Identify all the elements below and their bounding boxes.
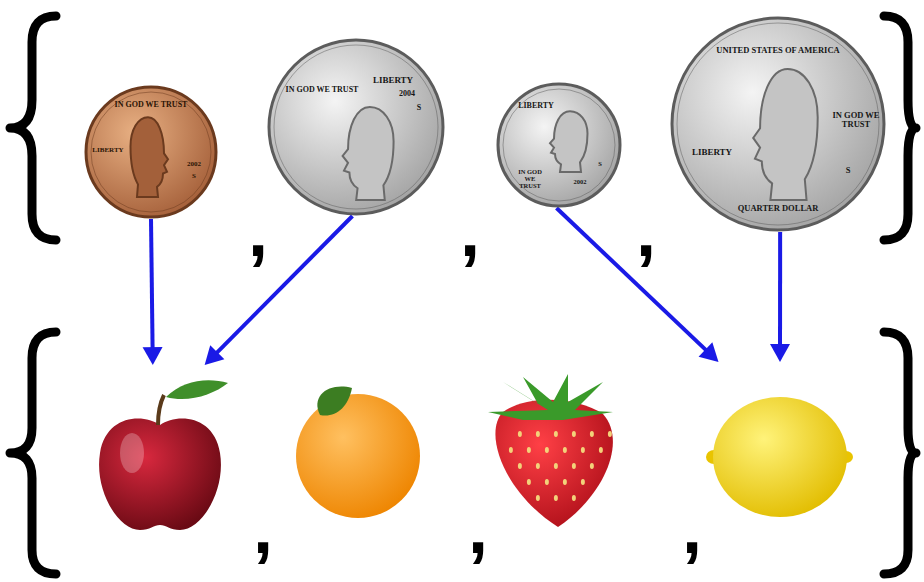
seed xyxy=(599,447,603,453)
arrow-line xyxy=(778,232,782,347)
seed xyxy=(572,431,576,437)
fruit-picture xyxy=(705,362,855,525)
right-brace xyxy=(884,16,916,240)
apple-stem xyxy=(158,395,164,425)
coin-inscription: LIBERTY xyxy=(92,147,123,155)
seed xyxy=(518,463,522,469)
portrait-relief xyxy=(131,117,169,197)
seed xyxy=(527,479,531,485)
fruit-picture xyxy=(463,372,633,532)
seed xyxy=(554,431,558,437)
mapping-arrow xyxy=(205,216,353,365)
coin-inscription: S xyxy=(846,166,851,175)
apple-shine xyxy=(120,433,144,473)
fruit-picture xyxy=(290,380,425,520)
nickel-coin: IN GOD WE TRUST LIBERTY 2004S xyxy=(267,38,445,216)
set-comma: , xyxy=(468,492,488,564)
coin-inscription: 2002 xyxy=(574,178,587,185)
seed xyxy=(572,463,576,469)
coin-face xyxy=(498,84,620,206)
mapping-arrow xyxy=(143,219,163,365)
coin-face xyxy=(672,18,884,230)
seed xyxy=(545,479,549,485)
coin-rim xyxy=(274,45,438,209)
coin-inscription: IN GOD WE TRUST xyxy=(115,101,188,110)
arrowhead xyxy=(205,345,225,365)
coin-inscription: S xyxy=(417,104,421,113)
strawberry-leaves xyxy=(488,374,613,420)
coin-inscription: S xyxy=(192,173,196,181)
arrow-line xyxy=(556,208,707,352)
coin-rim xyxy=(91,92,211,212)
apple-leaf xyxy=(166,380,228,399)
arrow-line xyxy=(151,219,153,350)
set-comma: , xyxy=(248,195,268,267)
coin-face xyxy=(86,87,216,217)
apple-body xyxy=(99,418,221,530)
lemon-body xyxy=(713,397,847,517)
coin-inscription: IN GOD WE TRUST xyxy=(513,168,547,189)
coin-inscription: LIBERTY xyxy=(373,76,413,86)
lemon-fruit xyxy=(705,362,855,525)
set-comma: , xyxy=(460,195,480,267)
coin-inscription: QUARTER DOLLAR xyxy=(738,204,819,213)
right-brace xyxy=(884,332,916,574)
seed xyxy=(572,495,576,501)
portrait-relief xyxy=(343,107,394,200)
orange-fruit xyxy=(290,380,425,520)
portrait-relief xyxy=(753,69,818,200)
coin-inscription: IN GOD WE TRUST xyxy=(286,86,359,95)
coin-inscription: LIBERTY xyxy=(692,148,732,158)
portrait-relief xyxy=(550,111,588,172)
set-comma: , xyxy=(636,195,656,267)
arrowhead xyxy=(770,344,790,362)
orange-leaf xyxy=(317,387,352,416)
coin-inscription: S xyxy=(598,160,602,167)
seed xyxy=(545,447,549,453)
coin-inscription: IN GOD WE TRUST xyxy=(831,111,881,130)
coin-face xyxy=(269,40,443,214)
coin-inscription: 2004 xyxy=(399,90,415,99)
dime-coin: LIBERTY IN GOD WE TRUST 2002 S xyxy=(496,82,622,208)
seed xyxy=(554,463,558,469)
seed xyxy=(563,479,567,485)
seed xyxy=(608,431,612,437)
coin-picture xyxy=(267,38,445,216)
left-brace xyxy=(10,16,56,240)
arrowhead xyxy=(699,342,719,362)
seed xyxy=(581,479,585,485)
seed xyxy=(590,463,594,469)
set-comma: , xyxy=(253,492,273,564)
penny-coin: IN GOD WE TRUST LIBERTY 2002S xyxy=(84,85,218,219)
orange-body xyxy=(296,394,420,518)
fruit-picture xyxy=(88,365,232,535)
arrow-line xyxy=(215,216,352,354)
set-comma: , xyxy=(682,492,702,564)
seed xyxy=(536,463,540,469)
seed xyxy=(509,447,513,453)
coin-inscription: LIBERTY xyxy=(518,102,554,111)
seed xyxy=(563,447,567,453)
apple-fruit xyxy=(88,365,232,535)
seed xyxy=(590,431,594,437)
mapping-arrow xyxy=(770,232,790,362)
seed xyxy=(554,495,558,501)
seed xyxy=(581,447,585,453)
coin-inscription: 2002 xyxy=(187,161,201,169)
strawberry-fruit xyxy=(463,372,633,532)
arrowhead xyxy=(143,347,163,365)
coin-rim xyxy=(503,89,615,201)
seed xyxy=(536,495,540,501)
seed xyxy=(536,431,540,437)
seed xyxy=(518,431,522,437)
left-brace xyxy=(10,332,56,574)
seed xyxy=(527,447,531,453)
coin-inscription: UNITED STATES OF AMERICA xyxy=(716,46,839,55)
strawberry-seeds xyxy=(509,431,612,501)
quarter-coin: UNITED STATES OF AMERICA LIBERTY IN GOD WE… xyxy=(670,16,886,232)
coin-picture xyxy=(496,82,622,208)
